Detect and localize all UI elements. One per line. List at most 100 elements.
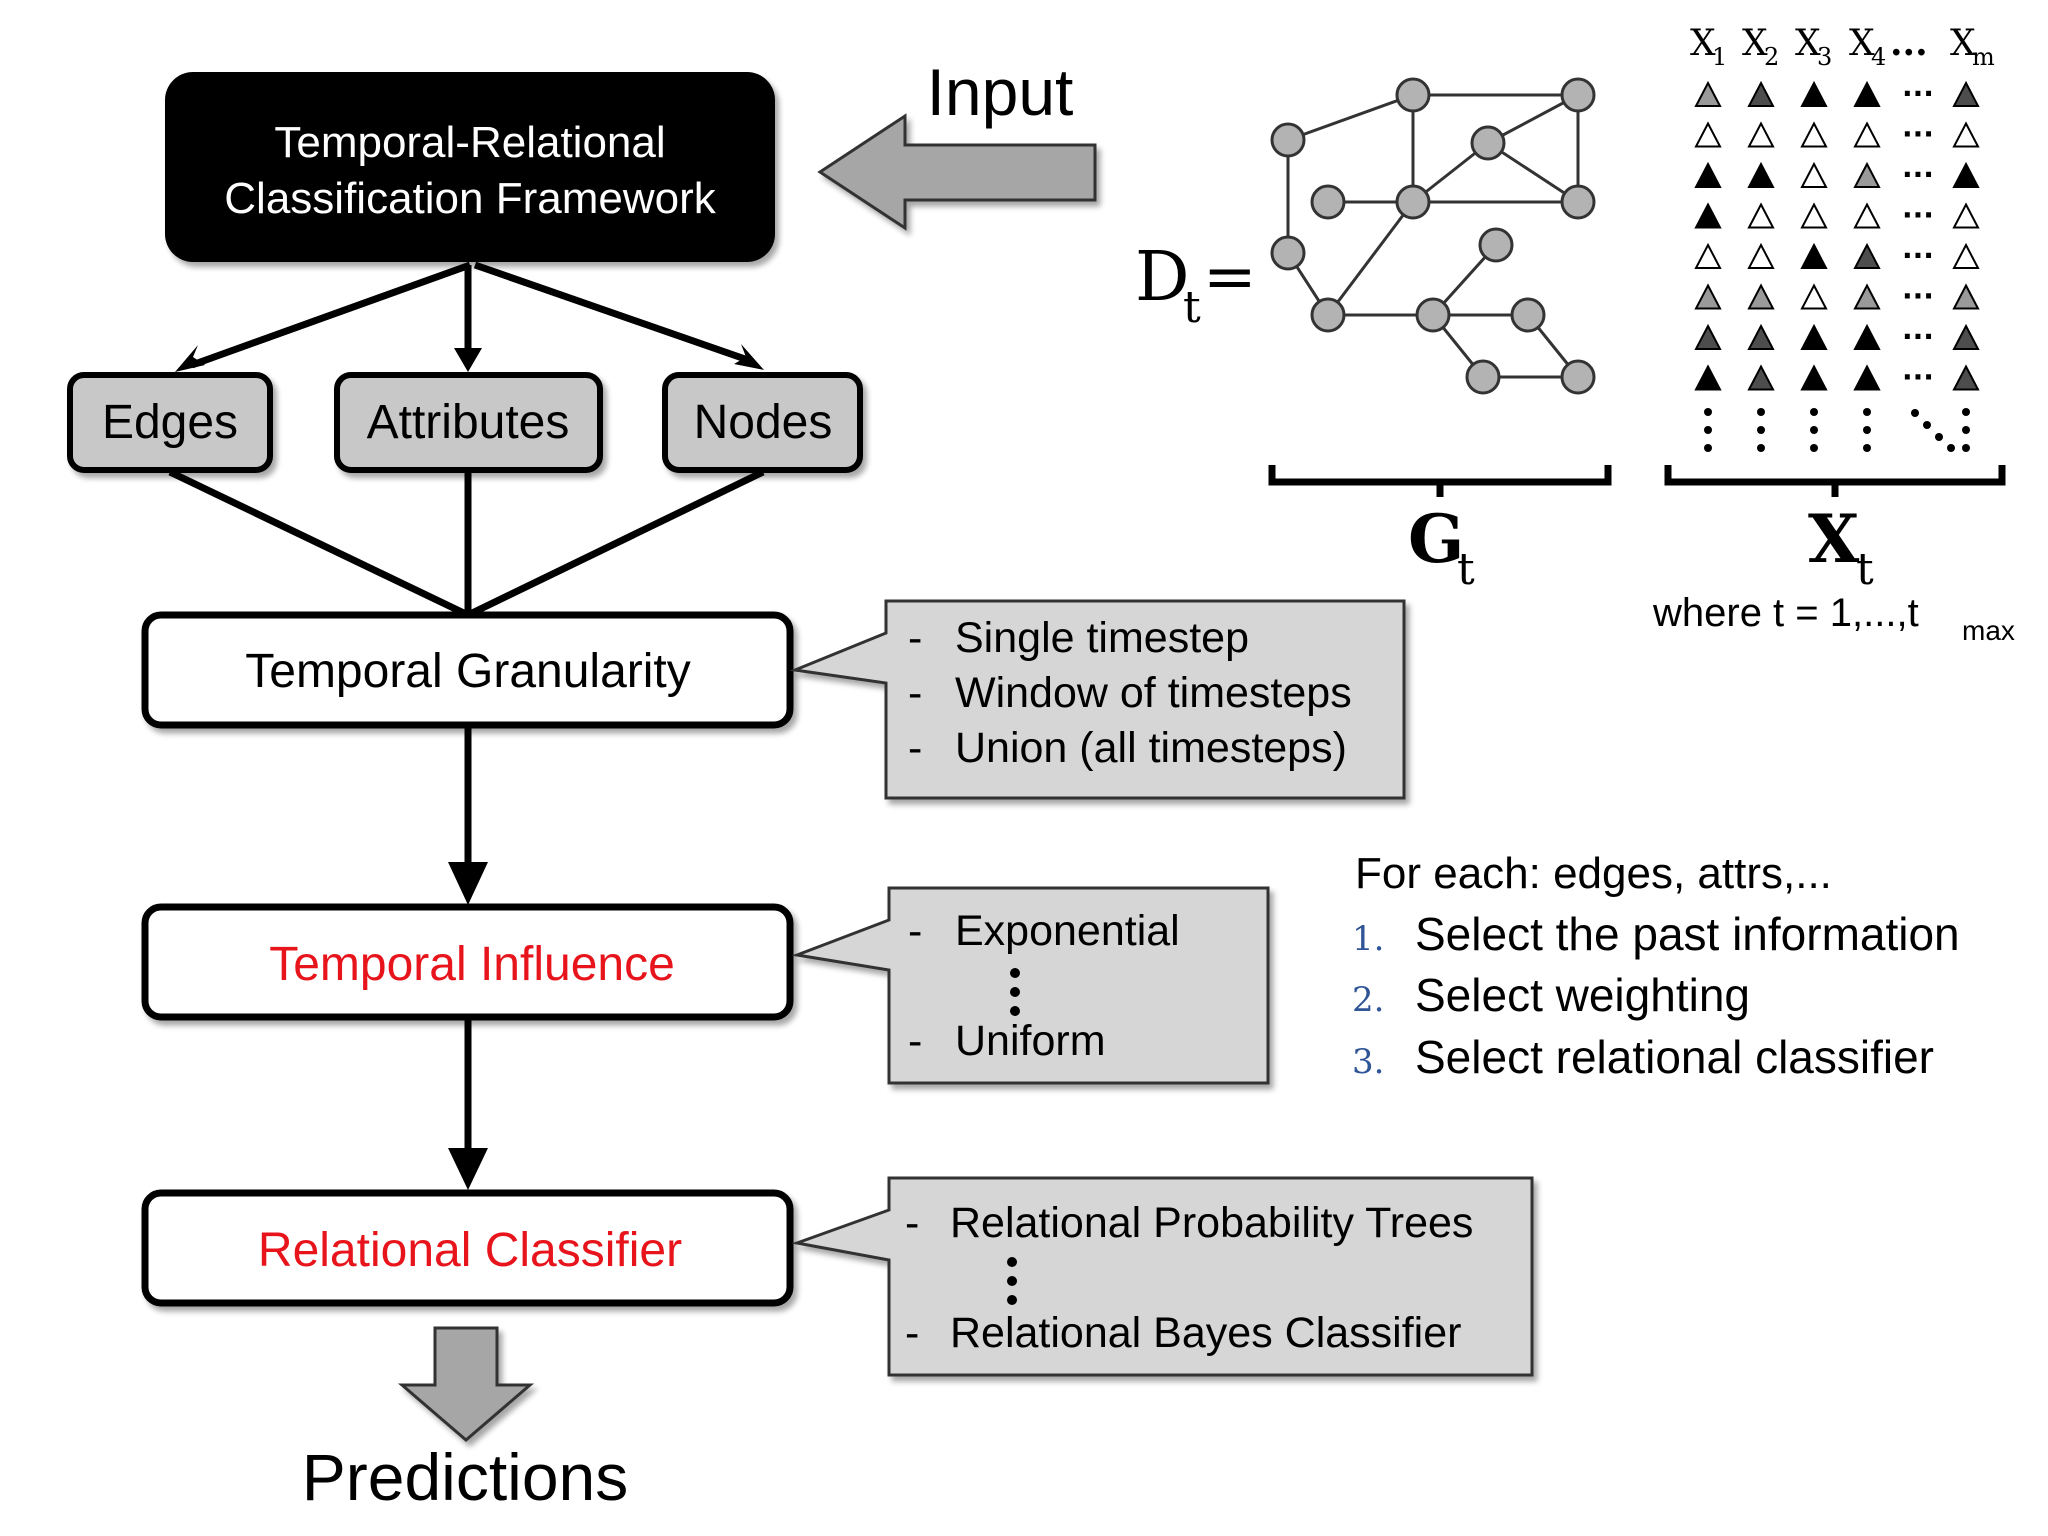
attr-triangle [1853, 242, 1881, 269]
predictions-label: Predictions [302, 1440, 629, 1514]
classifier-bullet-2: - [905, 1309, 919, 1357]
attr-header-sub1: 1 [1712, 43, 1727, 71]
graph-symbol: G [1408, 500, 1464, 578]
attr-header-xm: X [1950, 23, 1976, 64]
nodes-box: Nodes [662, 372, 863, 473]
time-range-text: where t = 1,...,t [1652, 591, 1919, 635]
attr-triangle [1694, 161, 1722, 188]
process-heading: For each: edges, attrs,... [1355, 849, 1832, 898]
attr-header-ellipsis: ... [1890, 22, 1928, 64]
influence-callout: - Exponential - Uniform [791, 886, 1270, 1085]
classifier-bullet-1: - [905, 1199, 919, 1247]
attr-triangle [1694, 323, 1722, 350]
granularity-callout: - Single timestep - Window of timesteps … [789, 599, 1406, 800]
attr-triangle [1952, 364, 1980, 391]
attr-header-x3: X [1795, 23, 1821, 64]
attr-triangle [1853, 80, 1881, 107]
predictions-arrow: Predictions [302, 1326, 629, 1514]
attr-label: X t [1808, 500, 1874, 595]
granularity-label: Temporal Granularity [245, 645, 691, 698]
influence-bullet-1: - [908, 907, 922, 955]
attr-row-ellipsis: ··· [1902, 77, 1934, 110]
attr-triangle [1694, 364, 1722, 391]
arrowhead-nodes [734, 344, 764, 370]
attr-row-ellipsis: ··· [1902, 280, 1934, 313]
attr-triangle [1800, 283, 1828, 310]
attr-triangle [1800, 202, 1828, 229]
attr-header-x2: X [1742, 23, 1768, 64]
attr-row-ellipsis: ··· [1902, 158, 1934, 191]
attr-colm-vdots [1962, 408, 1970, 452]
process-step-2: Select weighting [1415, 969, 1750, 1021]
attr-triangle [1747, 242, 1775, 269]
granularity-bullet-3: - [908, 724, 922, 772]
connector-to-edges [190, 261, 472, 369]
attr-triangle [1800, 323, 1828, 350]
attr-col4-vdots [1863, 408, 1871, 452]
attr-row-ellipsis: ··· [1902, 361, 1934, 394]
process-step-number-2: 2. [1352, 980, 1384, 1020]
granularity-option-union: Union (all timesteps) [955, 724, 1347, 772]
converging-lines [168, 468, 765, 619]
attr-diagonal-dots [1911, 409, 1955, 452]
attr-brace [1664, 465, 2006, 497]
attr-triangle [1694, 80, 1722, 107]
attr-triangle [1952, 242, 1980, 269]
attr-matrix-continuation [1704, 408, 1970, 452]
time-range: where t = 1,...,t max [1652, 591, 2015, 646]
attr-row-ellipsis: ··· [1902, 118, 1934, 151]
time-range-subscript: max [1962, 615, 2015, 646]
input-arrow: Input [817, 55, 1097, 231]
attr-triangle [1747, 121, 1775, 148]
attr-triangle [1853, 121, 1881, 148]
attr-symbol: X [1808, 500, 1860, 578]
attr-triangle [1952, 283, 1980, 310]
attr-triangle [1694, 202, 1722, 229]
attr-headers: X 1 X 2 X 3 X 4 ... X m [1690, 22, 1995, 71]
process-step-number-1: 1. [1352, 919, 1384, 959]
graph-gt [1270, 77, 1596, 395]
graph-label: G t [1408, 500, 1475, 595]
arrowhead-attributes [454, 348, 482, 372]
classifier-label: Relational Classifier [258, 1224, 682, 1277]
framework-connectors [190, 261, 750, 369]
classifier-callout: - Relational Probability Trees - Relatio… [791, 1176, 1534, 1377]
classifier-vertical-ellipsis [1007, 1257, 1017, 1305]
attr-header-subm: m [1972, 43, 1995, 71]
attr-col1-vdots [1704, 408, 1712, 452]
attr-triangle [1694, 242, 1722, 269]
attr-header-sub2: 2 [1764, 43, 1779, 71]
process-step-3: Select relational classifier [1415, 1031, 1934, 1083]
influence-to-classifier-arrowhead [448, 1148, 488, 1190]
attr-subscript: t [1856, 544, 1874, 595]
attr-triangle [1747, 364, 1775, 391]
classifier-option-rbc: Relational Bayes Classifier [950, 1309, 1461, 1357]
attr-triangle [1747, 323, 1775, 350]
attr-header-x1: X [1690, 23, 1716, 64]
connector-to-nodes [473, 261, 750, 364]
attr-triangle [1800, 242, 1828, 269]
dataset-d-subscript: t [1183, 282, 1201, 333]
attr-header-x4: X [1849, 23, 1875, 64]
influence-option-uniform: Uniform [955, 1017, 1106, 1065]
attr-triangle [1747, 202, 1775, 229]
attr-row-ellipsis: ··· [1902, 320, 1934, 353]
granularity-option-single: Single timestep [955, 614, 1249, 662]
attr-triangle [1800, 80, 1828, 107]
attr-header-sub3: 3 [1817, 43, 1832, 71]
process-step-1: Select the past information [1415, 908, 1960, 960]
edges-label: Edges [102, 396, 238, 449]
attr-row-ellipsis: ··· [1902, 199, 1934, 232]
granularity-bullet-1: - [908, 614, 922, 662]
arrowhead-edges [175, 345, 205, 372]
input-label: Input [927, 55, 1074, 129]
dataset-d-symbol: D [1135, 238, 1190, 317]
attr-matrix: ························ [1694, 77, 1980, 394]
attr-triangle [1952, 161, 1980, 188]
nodes-label: Nodes [694, 396, 833, 449]
framework-box: Temporal-Relational Classification Frame… [165, 72, 775, 262]
process-step-number-3: 3. [1352, 1042, 1384, 1082]
attr-triangle [1747, 283, 1775, 310]
